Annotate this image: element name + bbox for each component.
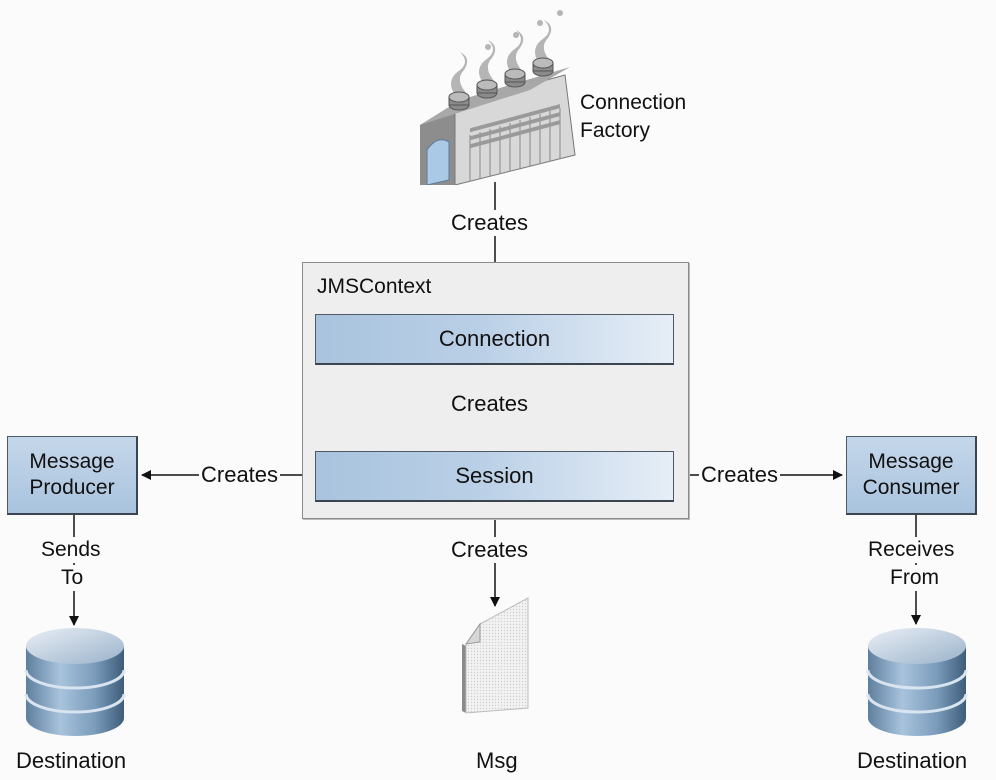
database-icon-left	[24, 628, 126, 736]
message-consumer-box: Message Consumer	[846, 436, 977, 515]
consumer-line2: Consumer	[862, 476, 960, 499]
document-icon	[462, 597, 529, 714]
jmscontext-title: JMSContext	[317, 275, 432, 298]
producer-line1: Message	[29, 450, 115, 473]
edge-label-connection-session: Creates	[449, 391, 531, 417]
edge-label-from: From	[888, 565, 941, 591]
message-producer-box: Message Producer	[7, 436, 138, 515]
connection-box: Connection	[315, 314, 674, 365]
session-box: Session	[315, 451, 674, 502]
connection-factory-label-line1: Connection	[578, 90, 689, 116]
edge-label-sends: Sends	[39, 537, 103, 563]
connection-factory-label-line2: Factory	[578, 118, 653, 144]
edge-label-receives: Receives	[866, 537, 957, 563]
edge-label-session-producer: Creates	[199, 462, 281, 488]
consumer-line1: Message	[868, 450, 954, 473]
edge-label-session-msg: Creates	[449, 537, 531, 563]
edge-label-to: To	[59, 565, 86, 591]
edge-label-session-consumer: Creates	[699, 462, 781, 488]
connection-label: Connection	[438, 326, 551, 351]
factory-icon	[420, 10, 576, 185]
msg-label: Msg	[474, 748, 520, 774]
destination-left-label: Destination	[14, 748, 129, 774]
session-label: Session	[455, 463, 534, 488]
edge-label-factory-connection: Creates	[449, 210, 531, 236]
producer-line2: Producer	[29, 476, 115, 499]
destination-right-label: Destination	[855, 748, 970, 774]
database-icon-right	[866, 628, 968, 736]
